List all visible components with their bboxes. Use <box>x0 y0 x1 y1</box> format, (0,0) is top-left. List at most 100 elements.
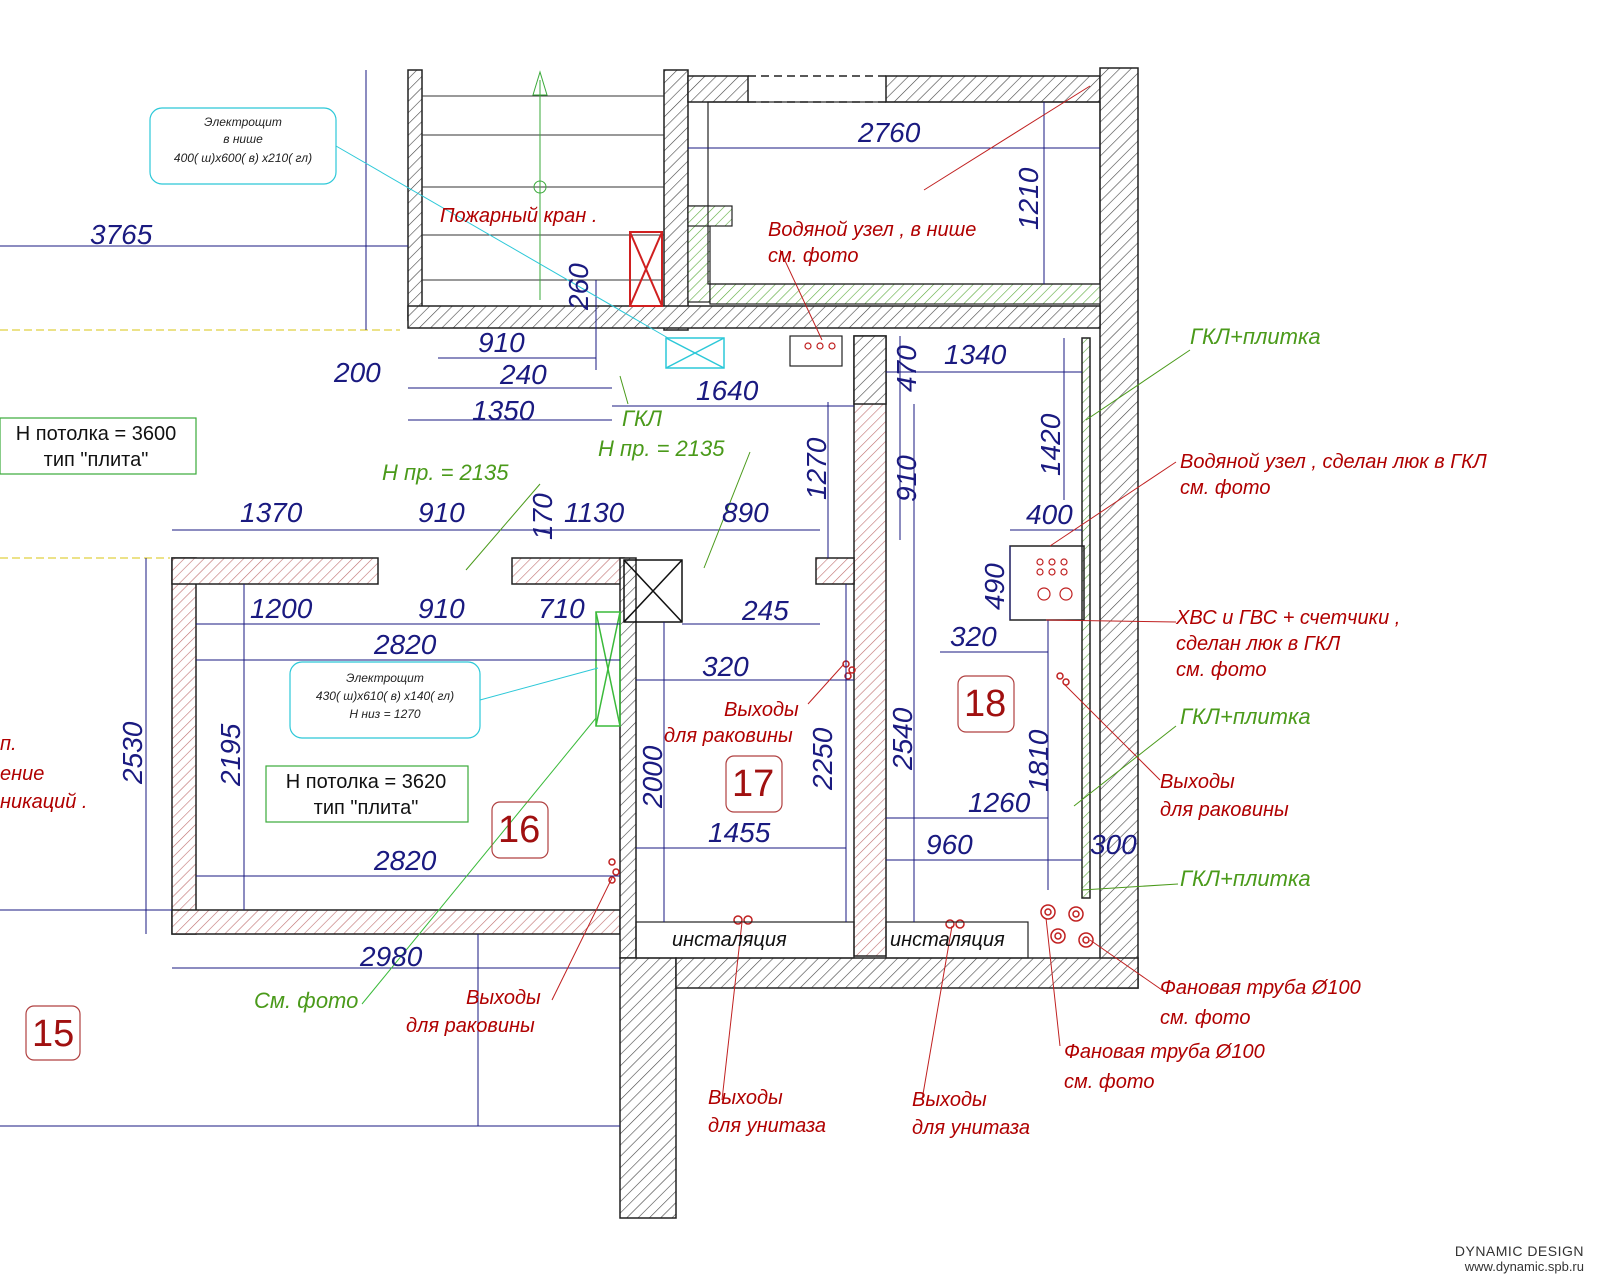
dim-label: 1210 <box>1013 167 1044 230</box>
svg-text:для унитаза: для унитаза <box>912 1117 1030 1139</box>
dim-label: 2540 <box>887 707 918 771</box>
svg-text:инсталяция: инсталяция <box>672 929 787 951</box>
svg-text:Выходы: Выходы <box>466 987 541 1009</box>
svg-text:см. фото: см. фото <box>1160 1007 1250 1029</box>
room-numbers: 15 16 17 18 <box>32 683 1006 1055</box>
svg-text:Водяной узел , в нише: Водяной узел , в нише <box>768 219 976 241</box>
walls <box>171 67 1139 1219</box>
svg-text:см. фото: см. фото <box>1180 477 1270 499</box>
svg-text:ГКЛ+плитка: ГКЛ+плитка <box>1190 324 1321 349</box>
dim-label: 910 <box>418 497 465 528</box>
svg-text:Водяной узел , сделан люк в ГК: Водяной узел , сделан люк в ГКЛ <box>1180 451 1487 473</box>
dim-label: 1350 <box>472 395 535 426</box>
dim-label: 1270 <box>801 437 832 500</box>
dim-label: 1200 <box>250 593 313 624</box>
dim-label: 890 <box>722 497 769 528</box>
water-node-icon <box>789 335 1073 601</box>
guide-lines <box>0 329 400 559</box>
callout-boxes <box>0 107 1015 1061</box>
electro-panel-2-icon <box>595 611 621 727</box>
svg-text:для раковины: для раковины <box>1160 799 1289 821</box>
dim-label: 3765 <box>90 219 153 250</box>
fire-hydrant-icon <box>629 231 663 307</box>
svg-text:ение: ение <box>0 763 44 785</box>
dim-label: 1455 <box>708 817 771 848</box>
dim-label: 260 <box>563 263 594 311</box>
dim-label: 710 <box>538 593 585 624</box>
dim-label: 170 <box>527 493 558 540</box>
dimension-labels: 3765 2760 1210 260 910 200 240 1350 1640… <box>90 117 1137 972</box>
dim-label: 1640 <box>696 375 759 406</box>
red-notes: Пожарный кран . Водяной узел , в нише см… <box>0 205 1487 1139</box>
electro-callout-mid: Электрощит 430( ш)х610( в) х140( гл) Н н… <box>316 671 454 721</box>
svg-text:Электрощит: Электрощит <box>204 115 282 129</box>
svg-text:Н потолка = 3620: Н потолка = 3620 <box>286 771 446 793</box>
dim-label: 910 <box>891 455 922 502</box>
dim-label: 300 <box>1090 829 1137 860</box>
install-frames <box>635 921 1029 959</box>
svg-text:430( ш)х610( в) х140( гл): 430( ш)х610( в) х140( гл) <box>316 689 454 703</box>
svg-text:Выходы: Выходы <box>708 1087 783 1109</box>
company-url[interactable]: www.dynamic.spb.ru <box>1464 1259 1584 1274</box>
electro-panel-icon <box>665 337 725 369</box>
dim-label: 490 <box>979 563 1010 610</box>
dim-label: 245 <box>741 595 789 626</box>
svg-text:никаций .: никаций . <box>0 791 88 813</box>
svg-text:см. фото: см. фото <box>768 245 858 267</box>
company-name: DYNAMIC DESIGN <box>1454 1243 1584 1259</box>
dim-label: 1130 <box>564 497 625 528</box>
svg-text:ГКЛ+плитка: ГКЛ+плитка <box>1180 704 1311 729</box>
svg-text:Н пр. = 2135: Н пр. = 2135 <box>598 436 725 461</box>
dim-label: 1260 <box>968 787 1031 818</box>
svg-text:п.: п. <box>0 733 17 755</box>
staircase <box>422 70 664 300</box>
svg-text:см. фото: см. фото <box>1064 1071 1154 1093</box>
dim-label: 2820 <box>373 845 437 876</box>
dim-label: 200 <box>333 357 381 388</box>
ceiling-notes: Н потолка = 3600 тип "плита" Н потолка =… <box>16 423 446 819</box>
drain-pipe-icons <box>608 660 1094 948</box>
fire-hydrant-label: Пожарный кран . <box>440 205 597 227</box>
room-number: 18 <box>964 683 1006 725</box>
svg-text:для унитаза: для унитаза <box>708 1115 826 1137</box>
dim-label: 2820 <box>373 629 437 660</box>
niche <box>687 101 1101 305</box>
footer-brand: DYNAMIC DESIGN www.dynamic.spb.ru <box>1455 1243 1584 1274</box>
dim-label: 1420 <box>1035 413 1066 476</box>
svg-text:Выходы: Выходы <box>724 699 799 721</box>
dim-label: 2980 <box>359 941 423 972</box>
svg-text:тип "плита": тип "плита" <box>44 449 149 471</box>
svg-text:ХВС и ГВС + счетчики ,: ХВС и ГВС + счетчики , <box>1175 607 1400 629</box>
svg-text:400( ш)х600( в) х210( гл): 400( ш)х600( в) х210( гл) <box>174 151 312 165</box>
svg-text:для раковины: для раковины <box>664 725 793 747</box>
dim-label: 910 <box>418 593 465 624</box>
svg-text:Электрощит: Электрощит <box>346 671 424 685</box>
dim-label: 1810 <box>1023 729 1054 792</box>
svg-text:инсталяция: инсталяция <box>890 929 1005 951</box>
dim-label: 470 <box>891 345 922 392</box>
svg-text:Н низ = 1270: Н низ = 1270 <box>349 707 421 721</box>
room-number: 17 <box>732 763 774 805</box>
vent-shaft-icon <box>623 559 683 623</box>
dim-label: 320 <box>950 621 997 652</box>
svg-text:в нише: в нише <box>223 132 263 146</box>
svg-text:см. фото: см. фото <box>1176 659 1266 681</box>
svg-text:тип "плита": тип "плита" <box>314 797 419 819</box>
svg-text:для раковины: для раковины <box>406 1015 535 1037</box>
svg-text:Фановая труба Ø100: Фановая труба Ø100 <box>1160 977 1361 999</box>
dim-label: 960 <box>926 829 973 860</box>
svg-text:Н пр. = 2135: Н пр. = 2135 <box>382 460 509 485</box>
svg-text:Выходы: Выходы <box>1160 771 1235 793</box>
dim-label: 2000 <box>637 745 668 809</box>
room-number: 16 <box>498 809 540 851</box>
dim-label: 2195 <box>215 723 246 787</box>
dim-label: 2530 <box>117 721 148 785</box>
room-number: 15 <box>32 1013 74 1055</box>
dim-label: 2760 <box>857 117 921 148</box>
svg-text:ГКЛ+плитка: ГКЛ+плитка <box>1180 866 1311 891</box>
svg-text:Фановая труба Ø100: Фановая труба Ø100 <box>1064 1041 1265 1063</box>
electro-callout-top: Электрощит в нише 400( ш)х600( в) х210( … <box>174 115 312 165</box>
leader-lines <box>335 85 1191 1101</box>
svg-text:Выходы: Выходы <box>912 1089 987 1111</box>
